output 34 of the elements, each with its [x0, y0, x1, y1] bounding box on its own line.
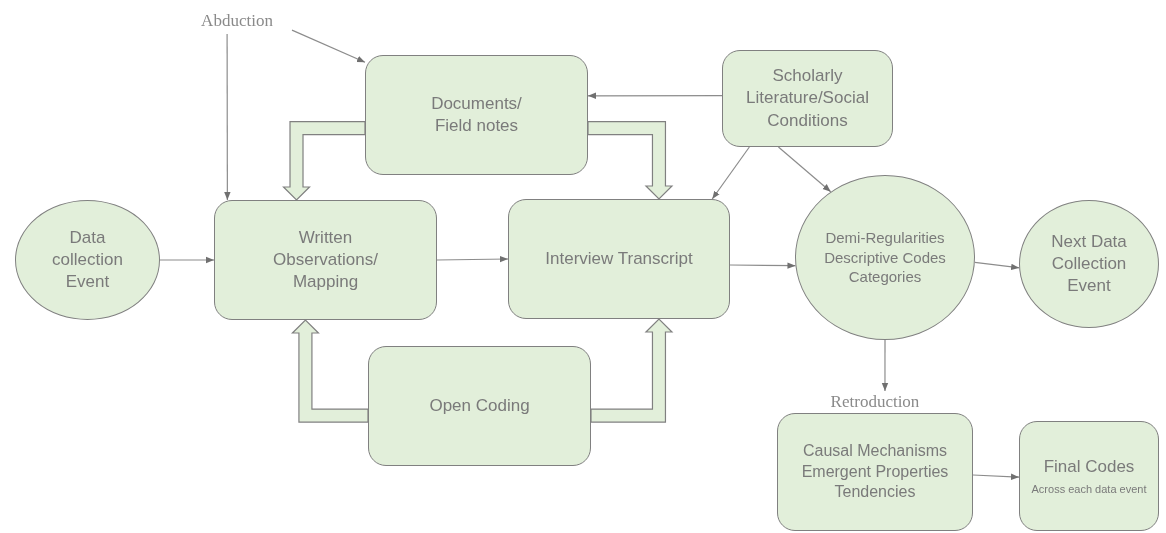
- node-label: Demi-Regularities Descriptive Codes Categories: [823, 228, 947, 287]
- arrow: [711, 146, 750, 200]
- heading-label: Retroduction: [830, 391, 920, 413]
- block-arrow: [590, 318, 674, 423]
- arrow: [881, 339, 889, 392]
- process-box: [368, 346, 591, 466]
- node-label: Causal Mechanisms Emergent Properties Tendencies: [800, 440, 950, 503]
- arrow: [224, 33, 231, 201]
- node-label: Interview Transcript: [544, 247, 694, 270]
- annotation-label: Abduction: [201, 10, 273, 32]
- arrow: [972, 473, 1020, 480]
- block-arrow: [282, 121, 366, 201]
- process-box: [508, 199, 730, 319]
- process-box: [214, 200, 437, 320]
- node-label: Written Observations/ Mapping: [272, 226, 379, 294]
- block-arrow: [587, 121, 674, 200]
- node-note: Across each data event: [1031, 481, 1147, 497]
- arrow: [729, 262, 797, 269]
- arrow: [291, 29, 366, 63]
- process-box: [1019, 421, 1159, 531]
- block-arrow: [291, 319, 369, 423]
- process-box: [722, 50, 893, 147]
- arrow: [159, 256, 215, 264]
- node-label: Next Data Collection Event: [1050, 230, 1128, 298]
- arrow: [777, 146, 832, 193]
- arrow: [587, 92, 723, 99]
- process-box: [365, 55, 588, 175]
- arrow: [436, 255, 509, 263]
- node-label: Documents/ Field notes: [430, 92, 523, 137]
- node-label: Final Codes: [1042, 455, 1136, 478]
- node-label: Open Coding: [428, 394, 531, 417]
- node-label: Data collection Event: [51, 226, 124, 294]
- arrow: [974, 261, 1020, 271]
- node-label: Scholarly Literature/Social Conditions: [745, 65, 870, 132]
